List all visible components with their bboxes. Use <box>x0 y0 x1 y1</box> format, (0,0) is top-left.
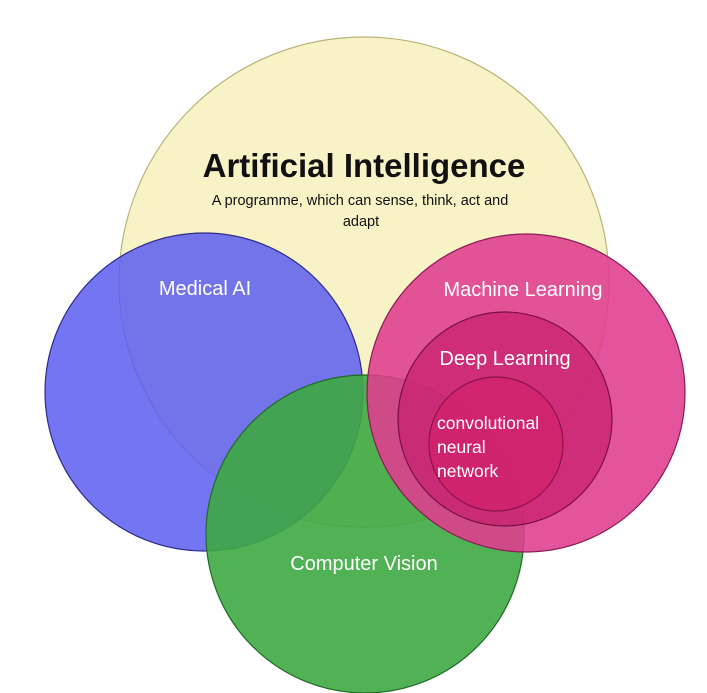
cnn-label-line-3: network <box>437 461 499 481</box>
artificial-intelligence-subtitle-line-2: adapt <box>343 214 379 230</box>
cnn-label-line-2: neural <box>437 437 486 457</box>
computer-vision-label: Computer Vision <box>290 553 437 575</box>
deep-learning-label: Deep Learning <box>439 348 570 370</box>
machine-learning-label: Machine Learning <box>444 279 603 301</box>
cnn-label-line-1: convolutional <box>437 413 539 433</box>
artificial-intelligence-subtitle-line-1: A programme, which can sense, think, act… <box>212 193 509 209</box>
artificial-intelligence-title: Artificial Intelligence <box>203 147 526 184</box>
medical-ai-label: Medical AI <box>159 278 251 300</box>
convolutional-neural-network-circle <box>428 376 564 512</box>
